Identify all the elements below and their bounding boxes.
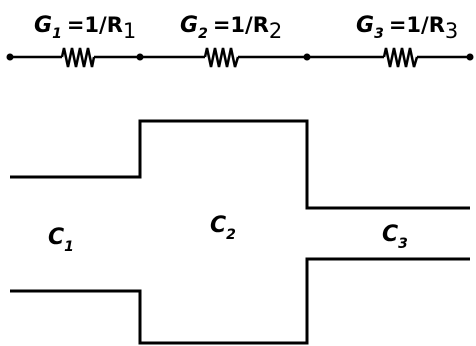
conductance-label-2: G2=1/R2 <box>180 13 282 43</box>
node-dot-2 <box>136 53 144 61</box>
pipe-top-wall <box>10 119 470 210</box>
conductance-label-3: G3=1/R3 <box>356 13 458 43</box>
pipe-section-label-2: C2 <box>210 213 236 243</box>
resistor-2 <box>203 47 240 68</box>
pipe-section-label-1: C1 <box>48 225 74 255</box>
node-dot-1 <box>6 53 14 61</box>
pipe-outline <box>10 119 470 345</box>
pipe-section-label-3: C3 <box>382 222 408 252</box>
node-dot-3 <box>303 53 311 61</box>
resistor-1 <box>60 47 96 68</box>
series-circuit: G1=1/R1 G2=1/R2 G3=1/R3 <box>6 13 474 68</box>
node-dot-4 <box>466 53 474 61</box>
resistor-3 <box>382 47 419 68</box>
pipe-bottom-wall <box>10 257 470 345</box>
pipe-section-labels: C1 C2 C3 <box>48 213 408 255</box>
conductance-label-1: G1=1/R1 <box>34 13 136 43</box>
